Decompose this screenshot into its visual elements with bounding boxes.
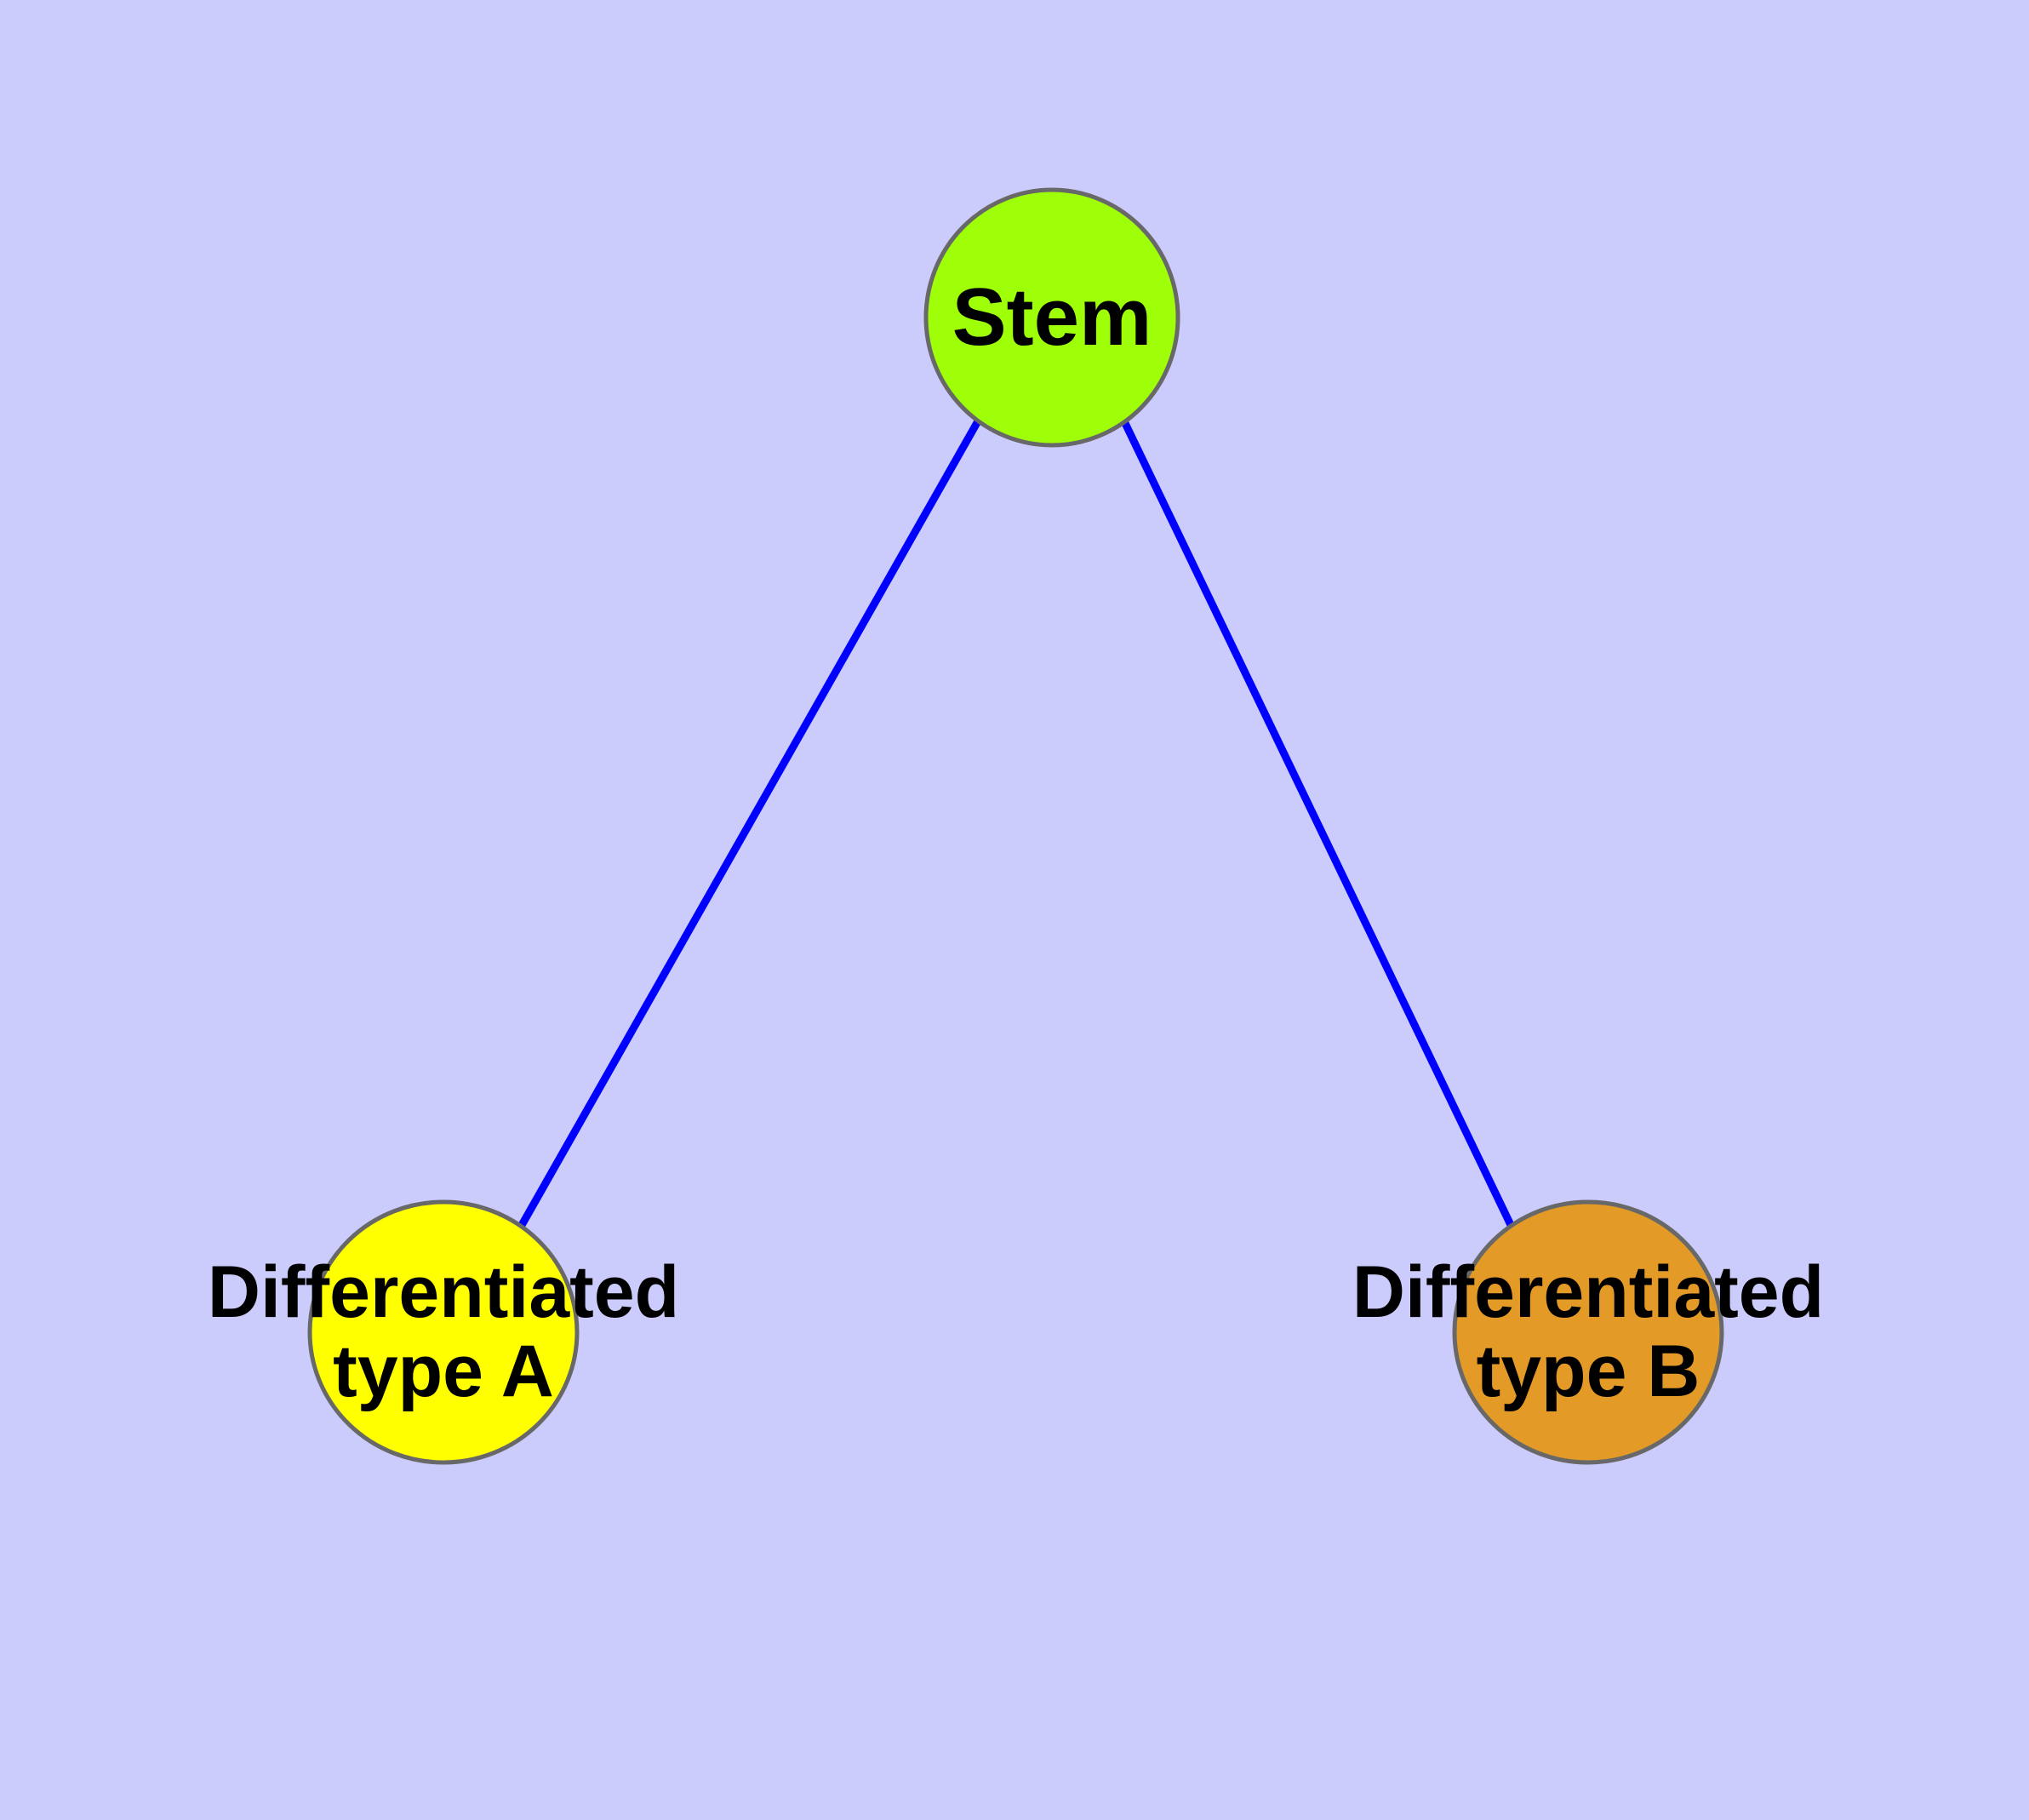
- node-diff_a[interactable]: [307, 1199, 580, 1465]
- edge-stem-to-diff_a[interactable]: [517, 417, 982, 1229]
- node-stem[interactable]: [923, 187, 1180, 448]
- node-diff_b[interactable]: [1452, 1199, 1724, 1465]
- edges-layer: [517, 417, 1516, 1229]
- edge-stem-to-diff_b[interactable]: [1119, 418, 1516, 1228]
- nodes-layer: [307, 187, 1724, 1465]
